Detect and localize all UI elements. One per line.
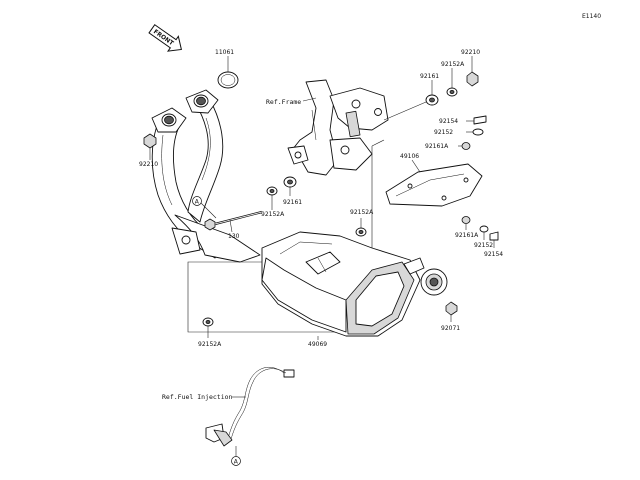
label-49069: 49069 <box>308 341 327 348</box>
label-92152A-top: 92152A <box>441 61 465 68</box>
frame-bracket <box>287 79 389 176</box>
grommet-92161A-bottom <box>461 216 471 230</box>
grommet-92161A-top <box>458 142 471 150</box>
nut-92210-top <box>466 56 479 87</box>
callout-a-upper: A <box>192 196 217 219</box>
pipe-bracket <box>171 227 201 255</box>
o-ring-11061 <box>217 56 239 89</box>
grommet-92161-upper <box>425 80 439 106</box>
callout-a-lower: A <box>231 456 241 466</box>
label-11061: 11061 <box>215 49 234 56</box>
grommet-92161-mid <box>283 176 297 196</box>
label-92154-top: 92154 <box>439 118 458 125</box>
label-92152-bottom: 92152 <box>474 242 493 249</box>
label-92161-mid: 92161 <box>283 199 302 206</box>
ref-fuel-injection-label: Ref.Fuel Injection <box>162 393 233 401</box>
collar-92152A-right <box>355 218 367 237</box>
washer-92152-top <box>466 128 484 136</box>
pipe-flange-right <box>185 89 219 114</box>
ref-frame-label: Ref.Frame <box>266 98 301 106</box>
collar-92152A-mid <box>266 186 278 210</box>
oxygen-sensor <box>205 366 295 456</box>
screw-92154-top <box>466 115 487 125</box>
exhaust-header-pipe <box>151 99 261 263</box>
label-92154-bottom: 92154 <box>484 251 503 258</box>
front-arrow-icon: FRONT <box>148 24 182 52</box>
nut-92210-left <box>143 133 157 160</box>
label-92210-left: 92210 <box>139 161 158 168</box>
label-92210-top: 92210 <box>461 49 480 56</box>
screw-92154-bottom <box>489 231 499 248</box>
svg-text:A: A <box>195 198 200 205</box>
collar-92152A-bottom <box>202 317 214 338</box>
label-92152A-right: 92152A <box>350 209 374 216</box>
svg-text:A: A <box>234 458 239 465</box>
label-130: 130 <box>228 233 240 240</box>
label-92152-top: 92152 <box>434 129 453 136</box>
label-92152A-bottom: 92152A <box>198 341 222 348</box>
washer-92152-bottom <box>479 225 489 240</box>
muffler-49069 <box>261 231 448 340</box>
heat-shield-49106 <box>385 163 483 207</box>
pipe-flange-left <box>151 107 187 133</box>
label-92152A-mid: 92152A <box>261 211 285 218</box>
label-92161-top: 92161 <box>420 73 439 80</box>
nut-92071 <box>445 301 458 322</box>
label-92161A-bottom: 92161A <box>455 232 479 239</box>
label-92161A-top: 92161A <box>425 143 449 150</box>
label-92071: 92071 <box>441 325 460 332</box>
collar-92152A-top <box>446 68 458 97</box>
diagram-code: E1140 <box>582 13 601 20</box>
label-49106: 49106 <box>400 153 419 160</box>
bolt-130 <box>204 210 263 233</box>
